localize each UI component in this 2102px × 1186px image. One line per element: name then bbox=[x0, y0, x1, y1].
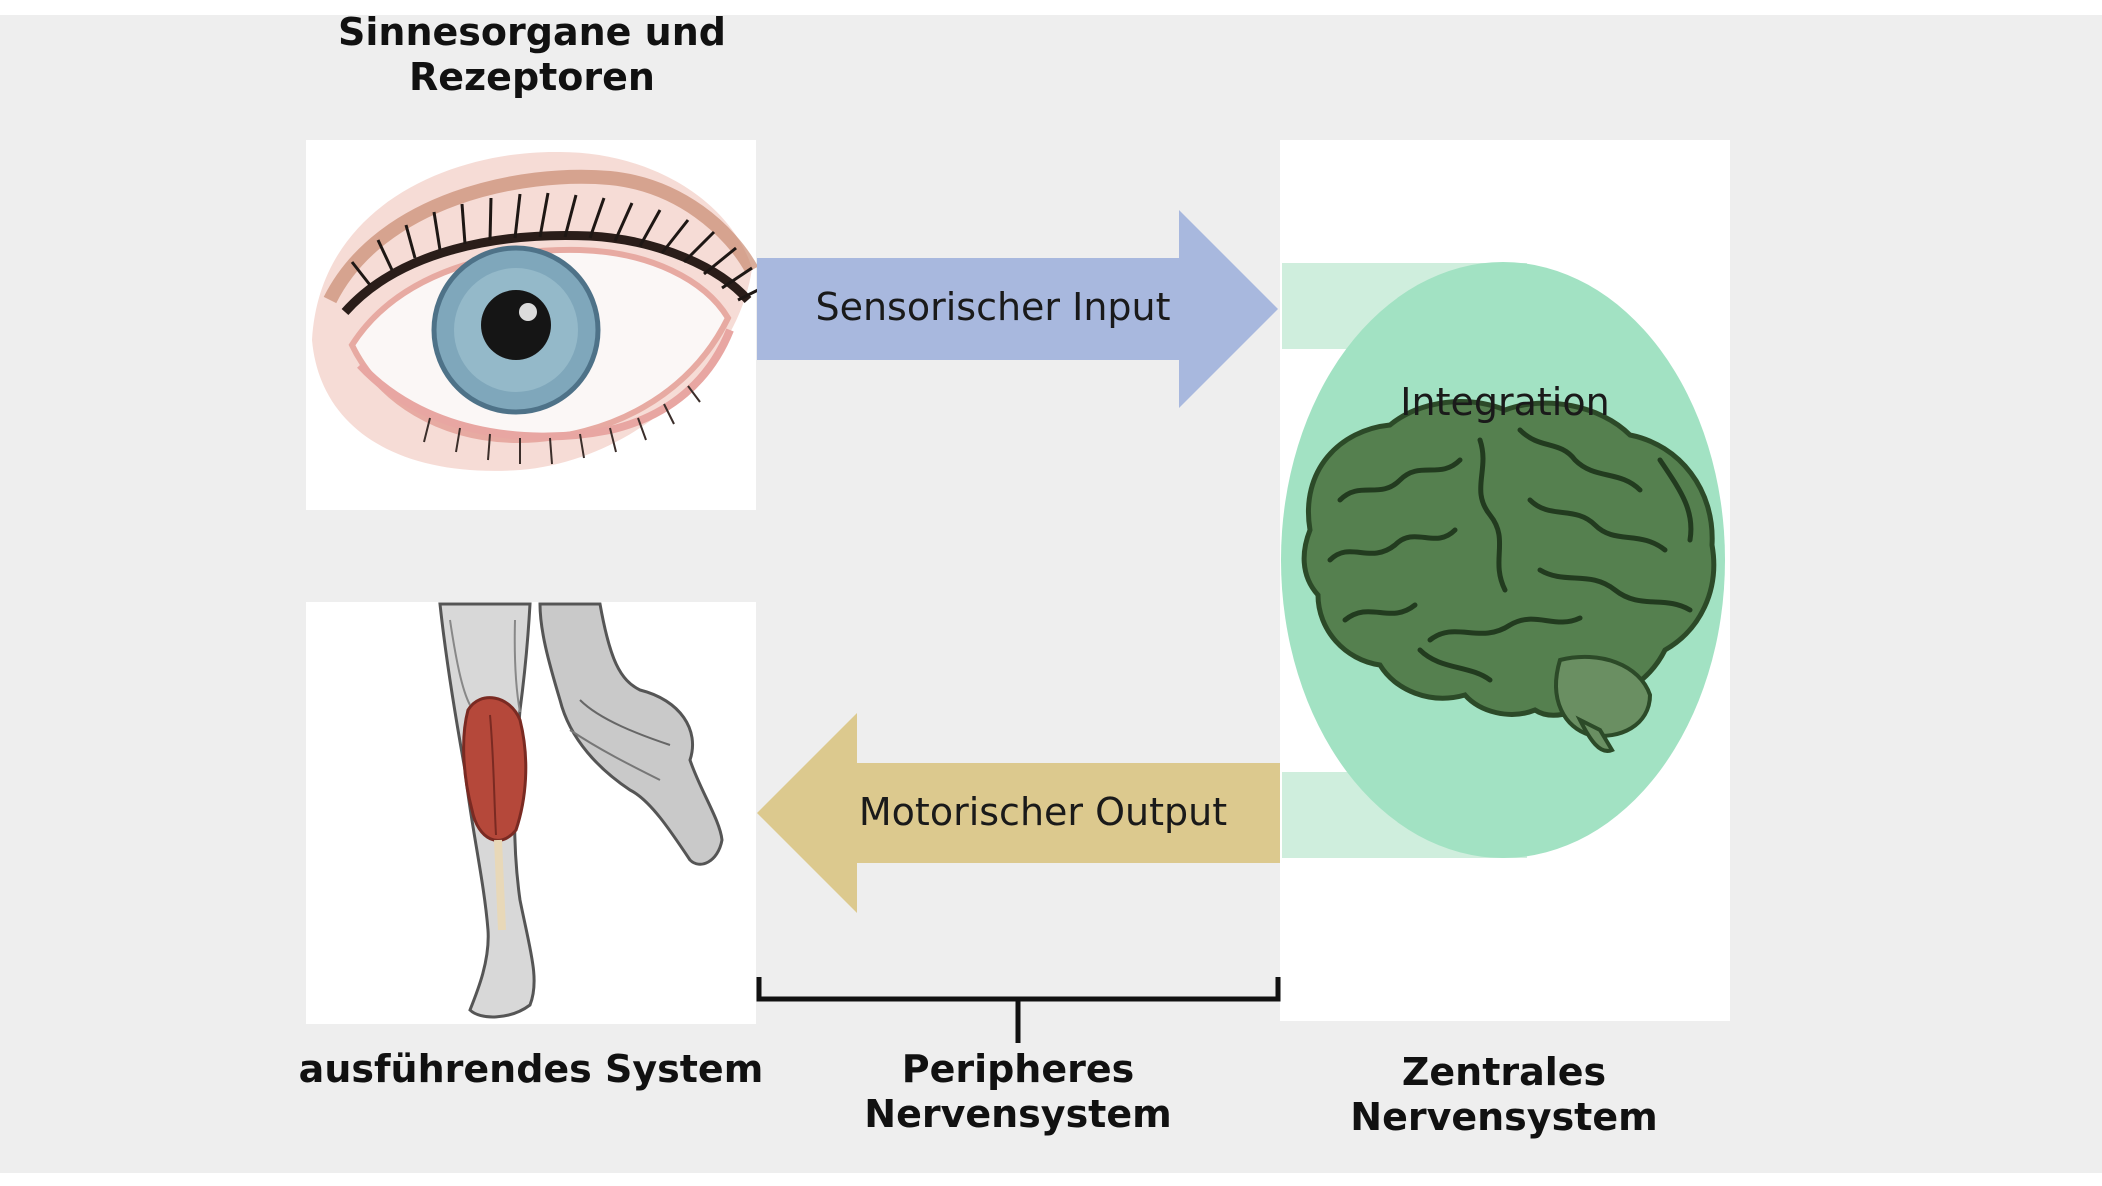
executing-system-label: ausführendes System bbox=[298, 1047, 764, 1091]
motor-output-label: Motorischer Output bbox=[858, 790, 1228, 834]
sense-organs-label-line-2: Rezeptoren bbox=[409, 55, 655, 99]
peripheral-ns-label: Peripheres Nervensystem bbox=[818, 1047, 1218, 1137]
motor-output-arrow bbox=[757, 713, 1280, 913]
central-ns-label-line-2: Nervensystem bbox=[1350, 1095, 1658, 1139]
sensory-input-arrow bbox=[757, 210, 1278, 408]
peripheral-ns-label-line-2: Nervensystem bbox=[864, 1092, 1172, 1136]
peripheral-bracket bbox=[756, 977, 1281, 1043]
sense-organs-label: Sinnesorgane und Rezeptoren bbox=[332, 10, 732, 100]
leg-muscles-illustration-icon bbox=[438, 602, 724, 1019]
integration-label: Integration bbox=[1400, 380, 1610, 424]
central-ns-label: Zentrales Nervensystem bbox=[1304, 1050, 1704, 1140]
sensory-input-label: Sensorischer Input bbox=[815, 285, 1171, 329]
eye-illustration-icon bbox=[312, 151, 759, 471]
central-ns-label-line-1: Zentrales bbox=[1401, 1050, 1607, 1094]
sense-organs-label-line-1: Sinnesorgane und bbox=[338, 10, 726, 54]
peripheral-ns-label-line-1: Peripheres bbox=[901, 1047, 1135, 1091]
brain-illustration-icon bbox=[1301, 399, 1717, 753]
